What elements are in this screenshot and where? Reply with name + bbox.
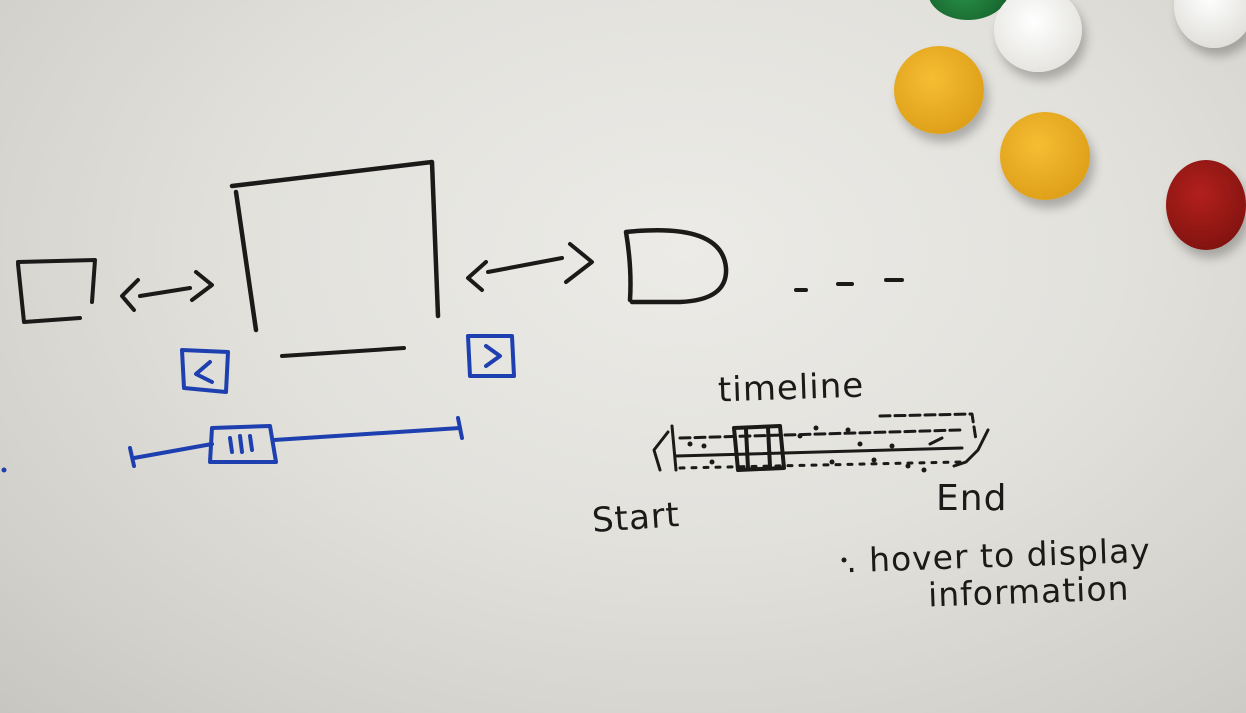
caption-line xyxy=(280,346,406,358)
green-magnet xyxy=(928,0,1008,20)
timeline-label: timeline xyxy=(717,365,865,411)
yellow-magnet xyxy=(894,46,984,134)
prev-button[interactable] xyxy=(180,348,230,394)
scrubber-handle[interactable] xyxy=(208,424,278,464)
end-label: End xyxy=(936,478,1008,519)
grip-icon xyxy=(228,434,254,454)
timeline-bar[interactable] xyxy=(652,412,990,472)
prev-thumbnail-frame xyxy=(16,258,97,324)
chevron-left-icon xyxy=(194,360,214,384)
red-magnet xyxy=(1166,160,1246,250)
hover-note-line-2: information xyxy=(927,568,1131,615)
timeline-range-handle[interactable] xyxy=(732,424,786,472)
timeline-dots xyxy=(687,425,927,563)
scrubber-track[interactable] xyxy=(128,416,464,468)
chevron-right-icon xyxy=(484,344,502,368)
start-label: Start xyxy=(590,494,682,542)
stray-mark xyxy=(1,467,7,473)
main-view-frame xyxy=(229,159,441,333)
ellipsis-icon xyxy=(794,278,904,292)
yellow-magnet xyxy=(1000,112,1090,200)
white-magnet xyxy=(994,0,1082,72)
double-arrow-icon xyxy=(120,270,214,312)
next-button[interactable] xyxy=(466,334,516,378)
next-thumbnail-frame xyxy=(623,227,729,305)
double-arrow-icon xyxy=(466,242,594,292)
